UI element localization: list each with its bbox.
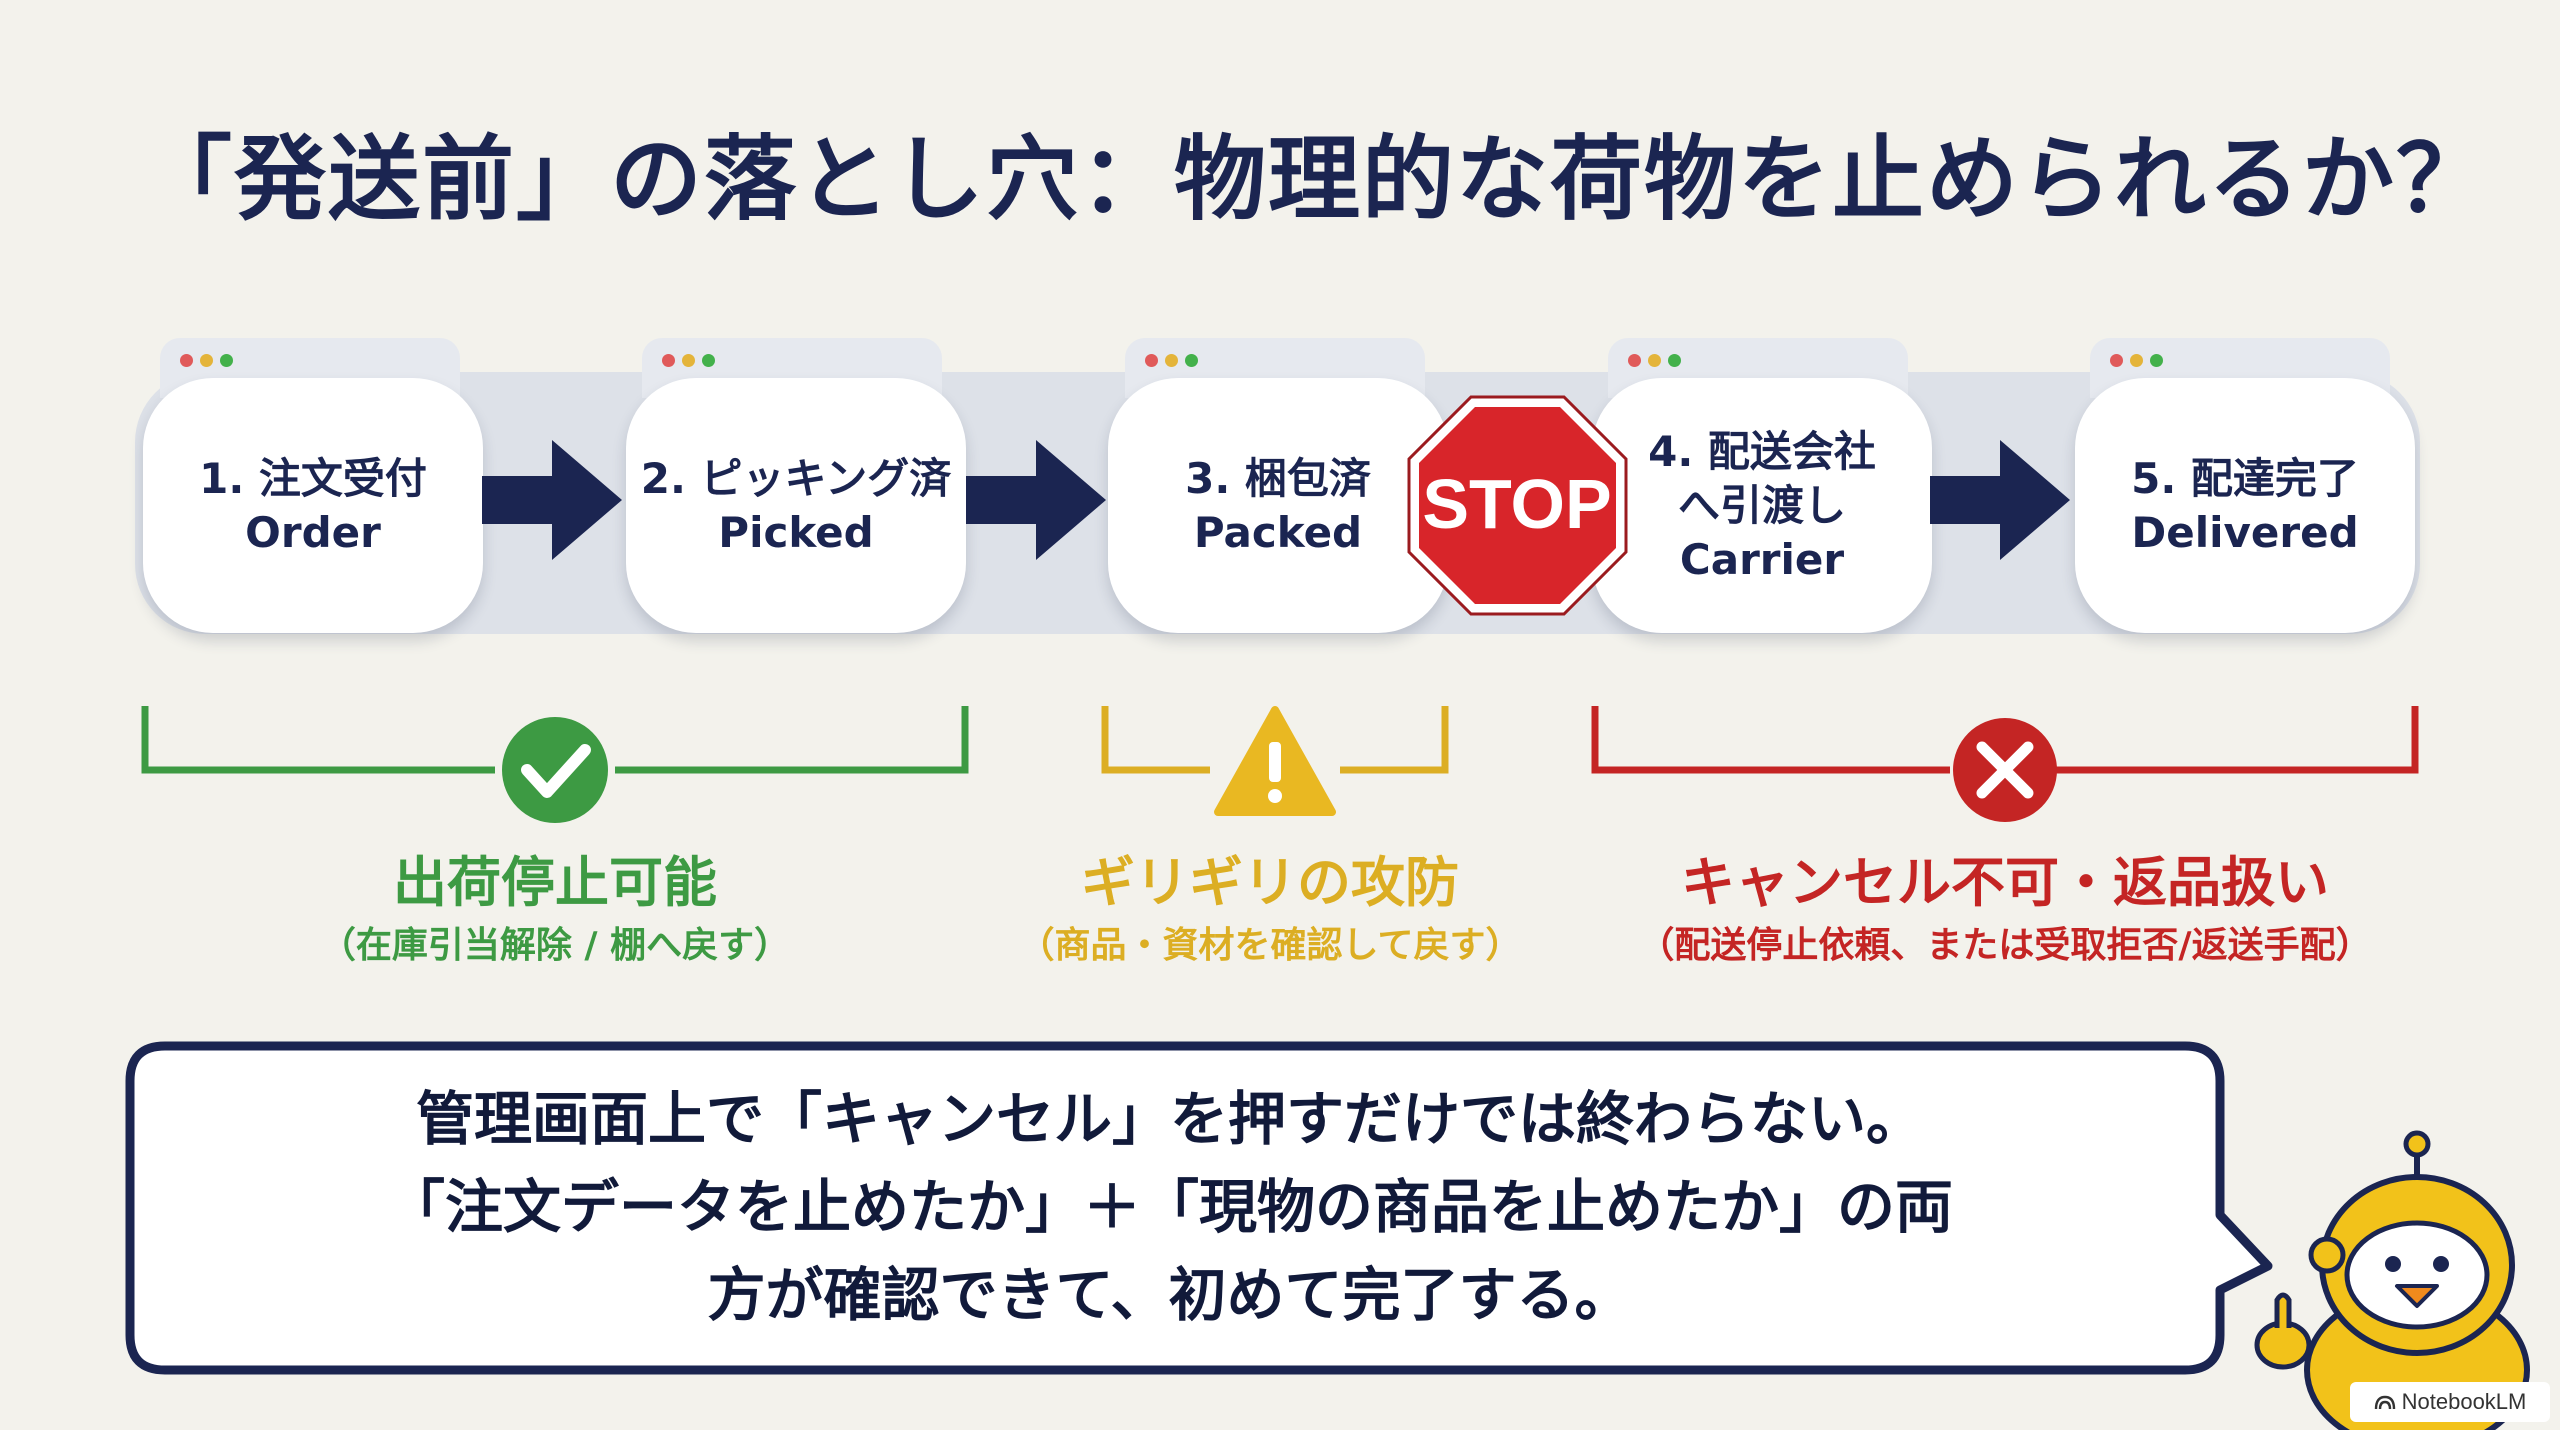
step-label: 3. 梱包済 xyxy=(1185,453,1371,503)
stop-sign-icon: STOP xyxy=(1407,395,1628,616)
key-message: 管理画面上で「キャンセル」を押すだけでは終わらない。 「注文データを止めたか」＋… xyxy=(140,1075,2200,1339)
arrow-right-icon xyxy=(482,440,622,560)
arrow-right-icon xyxy=(966,440,1106,560)
status-heading-not-cancellable: キャンセル不可・返品扱い xyxy=(1681,851,2329,914)
step-label-en: Order xyxy=(245,507,381,557)
step-label-en: Carrier xyxy=(1679,534,1845,584)
arrow-right-icon xyxy=(1930,440,2070,560)
step-label-en: Packed xyxy=(1193,507,1363,557)
red-bracket xyxy=(1591,706,2419,822)
step-label: 1. 注文受付 xyxy=(199,453,427,503)
yellow-bracket xyxy=(1101,706,1449,816)
step-label-en: Picked xyxy=(718,507,874,557)
stop-sign-text: STOP xyxy=(1422,465,1611,543)
step-card-delivered: 5. 配達完了 Delivered xyxy=(2075,378,2415,633)
step-label-en: Delivered xyxy=(2131,507,2359,557)
step-label-2: へ引渡し xyxy=(1677,480,1846,530)
green-bracket xyxy=(141,706,969,823)
notebooklm-watermark: NotebookLM xyxy=(2350,1382,2550,1422)
watermark-text: NotebookLM xyxy=(2401,1389,2527,1414)
step-label: 5. 配達完了 xyxy=(2131,453,2359,503)
check-circle-icon xyxy=(502,717,608,823)
step-card-order: 1. 注文受付 Order xyxy=(143,378,483,633)
notebooklm-logo-icon xyxy=(2374,1395,2395,1410)
message-line: 管理画面上で「キャンセル」を押すだけでは終わらない。 xyxy=(415,1085,1924,1153)
message-line: 方が確認できて、初めて完了する。 xyxy=(707,1261,1633,1329)
step-card-packed: 3. 梱包済 Packed xyxy=(1108,378,1448,633)
status-heading-stoppable: 出荷停止可能 xyxy=(393,851,717,914)
status-detail-stoppable: （在庫引当解除 / 棚へ戻す） xyxy=(319,925,791,966)
step-card-carrier: 4. 配送会社 へ引渡し Carrier xyxy=(1592,378,1932,633)
page-title: 「発送前」の落とし穴：物理的な荷物を止められるか？ xyxy=(140,126,2491,233)
status-detail-borderline: （商品・資材を確認して戻す） xyxy=(1018,925,1522,966)
message-line: 「注文データを止めたか」＋「現物の商品を止めたか」の両 xyxy=(386,1173,1953,1241)
speech-bubble xyxy=(125,1041,2273,1375)
status-detail-not-cancellable: （配送停止依頼、または受取拒否/返送手配） xyxy=(1638,925,2372,966)
status-heading-borderline: ギリギリの攻防 xyxy=(1081,851,1459,914)
warning-triangle-icon xyxy=(1214,706,1336,816)
step-label: 2. ピッキング済 xyxy=(640,453,952,503)
step-label: 4. 配送会社 xyxy=(1648,426,1876,476)
x-circle-icon xyxy=(1953,718,2057,822)
step-card-picked: 2. ピッキング済 Picked xyxy=(626,378,966,633)
